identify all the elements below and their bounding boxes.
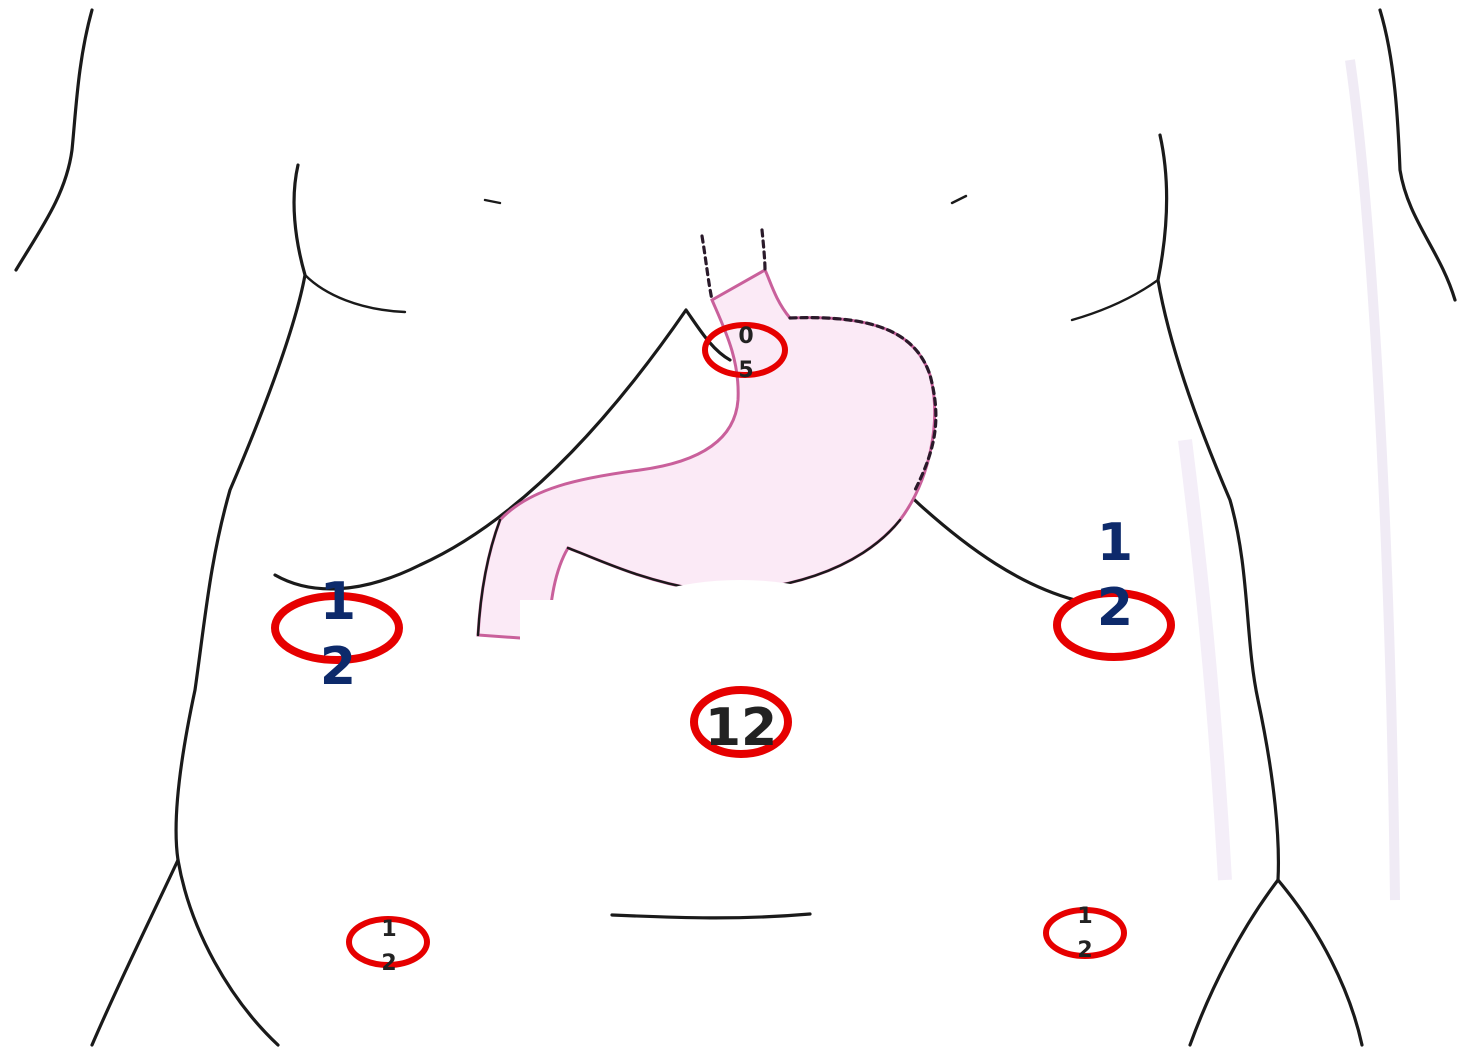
port-label-line2: 2 <box>1077 938 1092 963</box>
port-label-line2: 2 <box>1097 578 1133 638</box>
port-label-line1: 1 <box>1077 904 1092 929</box>
stomach <box>478 230 936 640</box>
port-label: 12 <box>705 698 777 758</box>
port-label-line2: 2 <box>381 951 396 976</box>
port-label-line1: 1 <box>320 572 356 632</box>
port-left-subcostal: 1 2 <box>1057 513 1171 657</box>
port-label-line2: 5 <box>738 358 753 383</box>
port-umbilical: 12 <box>694 690 788 758</box>
port-right-lower: 1 2 <box>349 917 427 976</box>
port-label-line1: 0 <box>738 324 753 349</box>
port-label-line1: 1 <box>1097 513 1133 573</box>
port-left-lower: 1 2 <box>1046 904 1124 963</box>
port-right-subcostal: 1 2 <box>275 572 399 697</box>
port-label-line2: 2 <box>320 637 356 697</box>
port-label-line1: 1 <box>381 917 396 942</box>
